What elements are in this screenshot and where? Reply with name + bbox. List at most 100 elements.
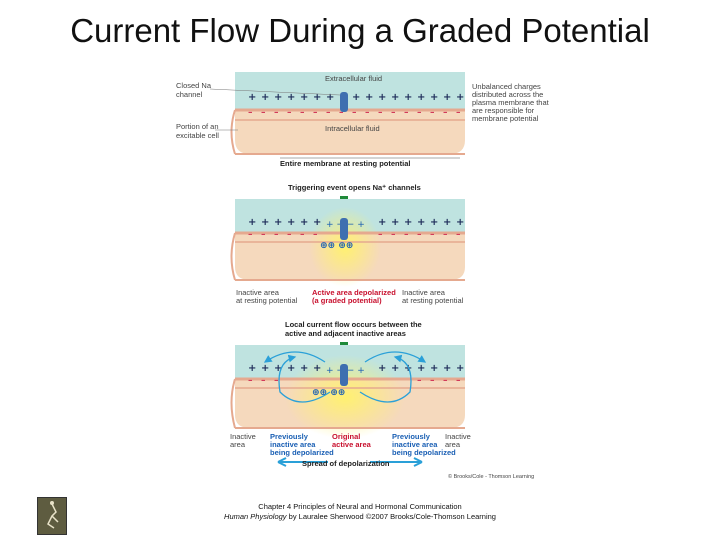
plus-row-2: +++++++++++++	[248, 217, 464, 228]
plus-charge: +	[274, 92, 282, 103]
plus-charge: +	[430, 363, 438, 374]
minus-charge: –	[456, 376, 461, 386]
minus-charge: –	[300, 108, 305, 118]
plus-charge: +	[326, 92, 334, 103]
minus-charge: –	[352, 108, 357, 118]
plus-charge: +	[365, 92, 373, 103]
plus-charge: +	[274, 217, 282, 228]
copyright-text: © Brooks/Cole - Thomson Learning	[448, 473, 534, 480]
minus-charge: –	[326, 108, 331, 118]
minus-charge: –	[274, 108, 279, 118]
plus-charge: +	[313, 363, 321, 374]
minus-charge: –	[248, 108, 253, 118]
plus-charge: +	[352, 92, 360, 103]
plus-charge: +	[417, 92, 425, 103]
plus-charge: +	[417, 363, 425, 374]
plus-charge: +	[443, 92, 451, 103]
plus-charge: +	[404, 92, 412, 103]
minus-charge: –	[430, 108, 435, 118]
minus-charge: –	[443, 230, 448, 240]
footer-book-title: Human Physiology	[224, 512, 287, 521]
panel-trigger: Triggering event opens Na⁺ channels + + + +…	[230, 183, 465, 305]
plus-charge: +	[261, 217, 269, 228]
plus-charge: +	[378, 92, 386, 103]
minus-charge: –	[404, 108, 409, 118]
minus-charge: –	[443, 108, 448, 118]
minus-charge: –	[313, 230, 318, 240]
extracellular-band-1	[235, 72, 465, 110]
plus-charge: +	[404, 217, 412, 228]
plus-charge: +	[300, 92, 308, 103]
minus-charge: –	[378, 108, 383, 118]
book-cover-thumbnail	[37, 497, 67, 535]
plus-charge: +	[378, 363, 386, 374]
plus-charge: +	[287, 217, 295, 228]
minus-charge: –	[261, 230, 266, 240]
extracellular-label: Extracellular fluid	[325, 74, 382, 83]
minus-charge: –	[248, 230, 253, 240]
slide-title: Current Flow During a Graded Potential	[70, 12, 650, 49]
plus-charge: +	[287, 92, 295, 103]
plus-charge: +	[443, 363, 451, 374]
minus-charge: –	[248, 376, 253, 386]
slide-footer: Chapter 4 Principles of Neural and Hormo…	[200, 502, 520, 522]
plus-charge: +	[248, 363, 256, 374]
closed-channel-label: Closed Na	[176, 81, 212, 90]
minus-charge: –	[274, 376, 279, 386]
active-area-2: Active area depolarized(a graded potenti…	[312, 288, 396, 305]
current-flow-arrows	[263, 351, 427, 403]
minus-charge: –	[313, 108, 318, 118]
plus-charge: +	[417, 217, 425, 228]
plus-charge: +	[391, 363, 399, 374]
minus-row-1: –––––––––––––––––	[248, 108, 461, 118]
plus-charge: +	[248, 92, 256, 103]
minus-charge: –	[287, 230, 292, 240]
spread-caption: Spread of depolarization	[302, 459, 390, 468]
plus-charge: +	[300, 363, 308, 374]
cell-body-1	[235, 110, 465, 154]
minus-charge: –	[430, 376, 435, 386]
minus-charge: –	[443, 376, 448, 386]
minus-charge: –	[300, 230, 305, 240]
minus-charge: –	[456, 230, 461, 240]
active-glow-2	[309, 207, 381, 287]
minus-charge: –	[391, 230, 396, 240]
unbalanced-charges-label: Unbalanced charges distributed across th…	[472, 82, 551, 123]
minus-charge: –	[261, 376, 266, 386]
minus-charge: –	[430, 230, 435, 240]
plus-charge: +	[261, 92, 269, 103]
plus-charge: +	[274, 363, 282, 374]
minus-charge: –	[378, 230, 383, 240]
plus-charge: +	[287, 363, 295, 374]
minus-charge: –	[339, 108, 344, 118]
footer-chapter: Chapter 4 Principles of Neural and Hormo…	[258, 502, 462, 511]
na-channel-2	[340, 218, 348, 240]
minus-charge: –	[287, 108, 292, 118]
resting-caption: Entire membrane at resting potential	[280, 159, 410, 168]
minus-charge: –	[261, 108, 266, 118]
plus-charge: +	[378, 217, 386, 228]
plus-charge: +	[300, 217, 308, 228]
intracellular-label: Intracellular fluid	[325, 124, 380, 133]
spread-arrow-left	[277, 457, 328, 467]
plus-charge: +	[456, 217, 464, 228]
minus-row-3: –––––––	[248, 376, 461, 386]
panel-resting: +++++++++++++++++ ––––––––––––––––– Clos…	[176, 72, 551, 168]
trigger-caption: Triggering event opens Na⁺ channels	[288, 183, 421, 192]
minus-charge: –	[456, 108, 461, 118]
svg-text:⊕⊕ ⊕⊕: ⊕⊕ ⊕⊕	[320, 241, 353, 251]
plus-charge: +	[456, 92, 464, 103]
plus-charge: +	[391, 217, 399, 228]
minus-charge: –	[274, 230, 279, 240]
minus-charge: –	[417, 230, 422, 240]
graded-potential-diagram: +++++++++++++++++ ––––––––––––––––– Clos…	[176, 72, 551, 480]
na-channel-1	[340, 92, 348, 112]
